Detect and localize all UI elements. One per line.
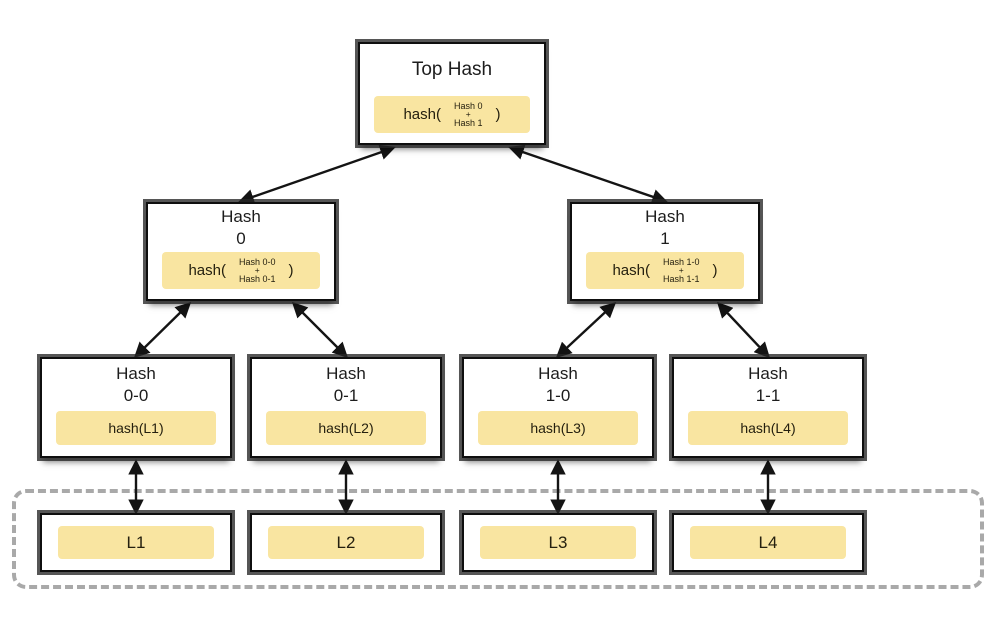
node-title: Hash 0-1 (252, 359, 440, 411)
hash-formula-wrap: hash( Hash 0 + Hash 1 ) (360, 96, 544, 143)
node-hash-0-0: Hash 0-0 hash(L1) (40, 357, 232, 458)
node-title-line1: Hash (326, 363, 366, 383)
data-block-label: L1 (58, 526, 214, 559)
node-title-line2: 0 (236, 229, 246, 248)
node-title: Hash 1 (572, 204, 758, 252)
node-title-line1: Hash (645, 206, 685, 226)
formula-args: Hash 0-0 + Hash 0-1 (239, 257, 276, 285)
formula-plus: + (678, 264, 684, 275)
formula-open: hash( (403, 106, 441, 123)
connector-hash00-hash0 (133, 301, 192, 359)
node-title-line1: Hash (538, 363, 578, 383)
node-title-line1: Hash (748, 363, 788, 383)
node-title: Hash 1-1 (674, 359, 862, 411)
data-block-label: L3 (480, 526, 636, 559)
data-block-l1: L1 (40, 513, 232, 572)
formula-arg1: Hash 0 (454, 100, 483, 111)
connector-hash11-hash1 (716, 301, 771, 359)
formula-close: ) (712, 262, 718, 279)
node-title-text: Top Hash (411, 58, 493, 80)
hash-formula-wrap: hash( Hash 1-0 + Hash 1-1 ) (572, 252, 758, 299)
formula-close: ) (495, 106, 501, 123)
node-hash-0: Hash 0 hash( Hash 0-0 + Hash 0-1 ) (146, 202, 336, 301)
node-hash-1-0: Hash 1-0 hash(L3) (462, 357, 654, 458)
node-title: Top Hash (360, 44, 544, 96)
formula-args: Hash 0 + Hash 1 (454, 101, 483, 129)
hash-formula: hash( Hash 0-0 + Hash 0-1 ) (162, 252, 320, 289)
node-title-line2: 0-1 (333, 386, 359, 405)
hash-formula: hash(L1) (56, 411, 216, 445)
node-title-line2: 1-0 (545, 386, 571, 405)
data-block-l3: L3 (462, 513, 654, 572)
data-block-l2: L2 (250, 513, 442, 572)
node-title: Hash 0 (148, 204, 334, 252)
formula-open: hash( (612, 262, 650, 279)
hash-formula: hash(L2) (266, 411, 426, 445)
hash-formula: hash( Hash 0 + Hash 1 ) (374, 96, 530, 133)
node-title-line2: 1-1 (755, 386, 781, 405)
data-block-label: L2 (268, 526, 424, 559)
node-hash-1: Hash 1 hash( Hash 1-0 + Hash 1-1 ) (570, 202, 760, 301)
formula-open: hash( (188, 262, 226, 279)
formula-arg2: Hash 0-1 (239, 274, 276, 285)
hash-formula: hash(L3) (478, 411, 638, 445)
formula-arg1: Hash 0-0 (239, 256, 276, 267)
node-title-line1: Hash (116, 363, 156, 383)
formula-plus: + (465, 108, 471, 119)
formula-arg2: Hash 1-1 (663, 274, 700, 285)
data-block-l4: L4 (672, 513, 864, 572)
node-title: Hash 0-0 (42, 359, 230, 411)
formula-close: ) (288, 262, 294, 279)
node-top-hash: Top Hash hash( Hash 0 + Hash 1 ) (358, 42, 546, 145)
node-title: Hash 1-0 (464, 359, 652, 411)
node-title-line2: 1 (660, 229, 670, 248)
connector-hash1-tophash (508, 144, 668, 205)
data-blocks-container (12, 489, 984, 589)
connector-hash10-hash1 (555, 302, 617, 358)
connector-hash0-tophash (238, 144, 396, 205)
node-title-line1: Hash (221, 206, 261, 226)
formula-args: Hash 1-0 + Hash 1-1 (663, 257, 700, 285)
formula-plus: + (254, 264, 260, 275)
hash-formula-wrap: hash( Hash 0-0 + Hash 0-1 ) (148, 252, 334, 299)
data-block-label: L4 (690, 526, 846, 559)
node-hash-1-1: Hash 1-1 hash(L4) (672, 357, 864, 458)
node-title-line2: 0-0 (123, 386, 149, 405)
hash-formula: hash(L4) (688, 411, 848, 445)
formula-arg2: Hash 1 (454, 118, 483, 129)
formula-arg1: Hash 1-0 (663, 256, 700, 267)
connector-hash01-hash0 (291, 301, 349, 359)
hash-formula: hash( Hash 1-0 + Hash 1-1 ) (586, 252, 744, 289)
node-hash-0-1: Hash 0-1 hash(L2) (250, 357, 442, 458)
